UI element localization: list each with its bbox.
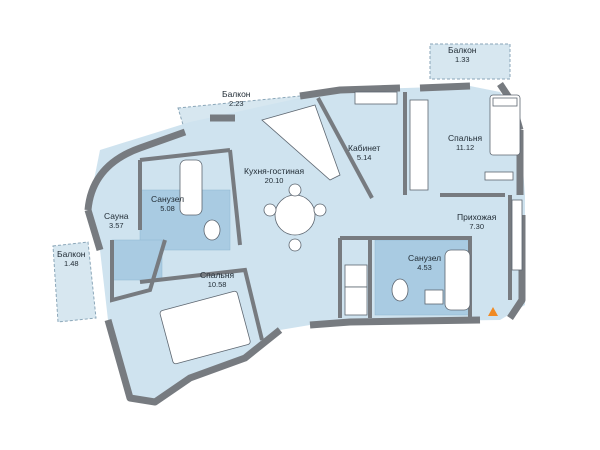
- room-name: Санузел: [408, 253, 442, 263]
- room-area: 10.58: [207, 279, 227, 289]
- kitchen-counter: [344, 286, 368, 316]
- room-label-bathroom-center: Санузел 4.53: [408, 253, 442, 272]
- toilet-icon: [391, 278, 409, 302]
- chair-4: [288, 238, 302, 252]
- bed-icon: [489, 94, 521, 156]
- room-area: 1.33: [454, 54, 470, 64]
- walls: [84, 82, 526, 406]
- furniture: [159, 91, 523, 365]
- room-name: Спальня: [448, 133, 483, 143]
- room-name: Кабинет: [348, 143, 381, 153]
- bed-pillow: [492, 97, 518, 107]
- wall-office-kitchen: [316, 97, 374, 199]
- wall-bedroom-left: [139, 267, 264, 341]
- room-name: Спальня: [200, 270, 235, 280]
- room-label-balcony-left: Балкон 1.48: [57, 249, 86, 268]
- room-area: 11.12: [455, 142, 475, 152]
- room-label-kitchen-living: Кухня-гостиная 20.10: [244, 166, 305, 185]
- room-area: 20.10: [264, 175, 284, 185]
- room-label-bedroom-left: Спальня 10.58: [200, 270, 235, 289]
- room-label-bedroom-right: Спальня 11.12: [448, 133, 483, 152]
- dining-table-icon: [274, 194, 316, 236]
- room-label-balcony-top-right: Балкон 1.33: [448, 45, 477, 64]
- room-area: 4.53: [417, 262, 432, 272]
- chair-2: [313, 203, 327, 217]
- room-name: Балкон: [57, 249, 86, 259]
- wall-kitchen-block: [338, 236, 370, 318]
- wall-sauna: [110, 239, 167, 303]
- room-area: 5.14: [356, 152, 372, 162]
- stove-icon: [344, 264, 368, 288]
- desk-icon-bedroom: [484, 171, 514, 181]
- sofa-icon: [261, 104, 341, 181]
- chair-1: [263, 203, 277, 217]
- sink-icon: [424, 289, 444, 305]
- room-name: Кухня-гостиная: [244, 166, 305, 176]
- balcony-left-area: [52, 241, 97, 323]
- room-area: 2.23: [228, 98, 244, 108]
- room-name: Санузел: [151, 194, 185, 204]
- room-name: Балкон: [448, 45, 477, 55]
- room-label-bathroom-left: Санузел 5.08: [151, 194, 185, 213]
- wardrobe-icon-hall: [511, 199, 523, 271]
- wall-bathroom-left: [138, 148, 242, 246]
- outer-wall-left: [84, 208, 104, 252]
- desk-icon: [354, 91, 398, 105]
- outer-wall-top: [84, 82, 524, 211]
- toilet-icon-left: [203, 219, 221, 241]
- room-name: Прихожая: [457, 212, 497, 222]
- outer-wall-bottom: [104, 316, 481, 406]
- room-label-balcony-top: Балкон 2.23: [222, 89, 251, 108]
- room-area: 7.30: [469, 221, 484, 231]
- entrance-marker-icon: [488, 307, 498, 316]
- balcony-top-right-area: [429, 43, 511, 80]
- chair-3: [288, 183, 302, 197]
- bed-icon-left: [159, 290, 251, 365]
- room-label-hallway: Прихожая 7.30: [457, 212, 497, 231]
- room-name: Сауна: [104, 211, 129, 221]
- room-area: 5.08: [160, 203, 175, 213]
- bathtub-icon-center: [444, 249, 471, 311]
- room-label-sauna: Сауна 3.57: [104, 211, 129, 230]
- room-area: 1.48: [63, 258, 79, 268]
- wardrobe-icon: [409, 99, 429, 191]
- bathtub-icon: [179, 159, 203, 216]
- room-name: Балкон: [222, 89, 251, 99]
- room-label-office: Кабинет 5.14: [348, 143, 381, 162]
- room-area: 3.57: [108, 220, 124, 230]
